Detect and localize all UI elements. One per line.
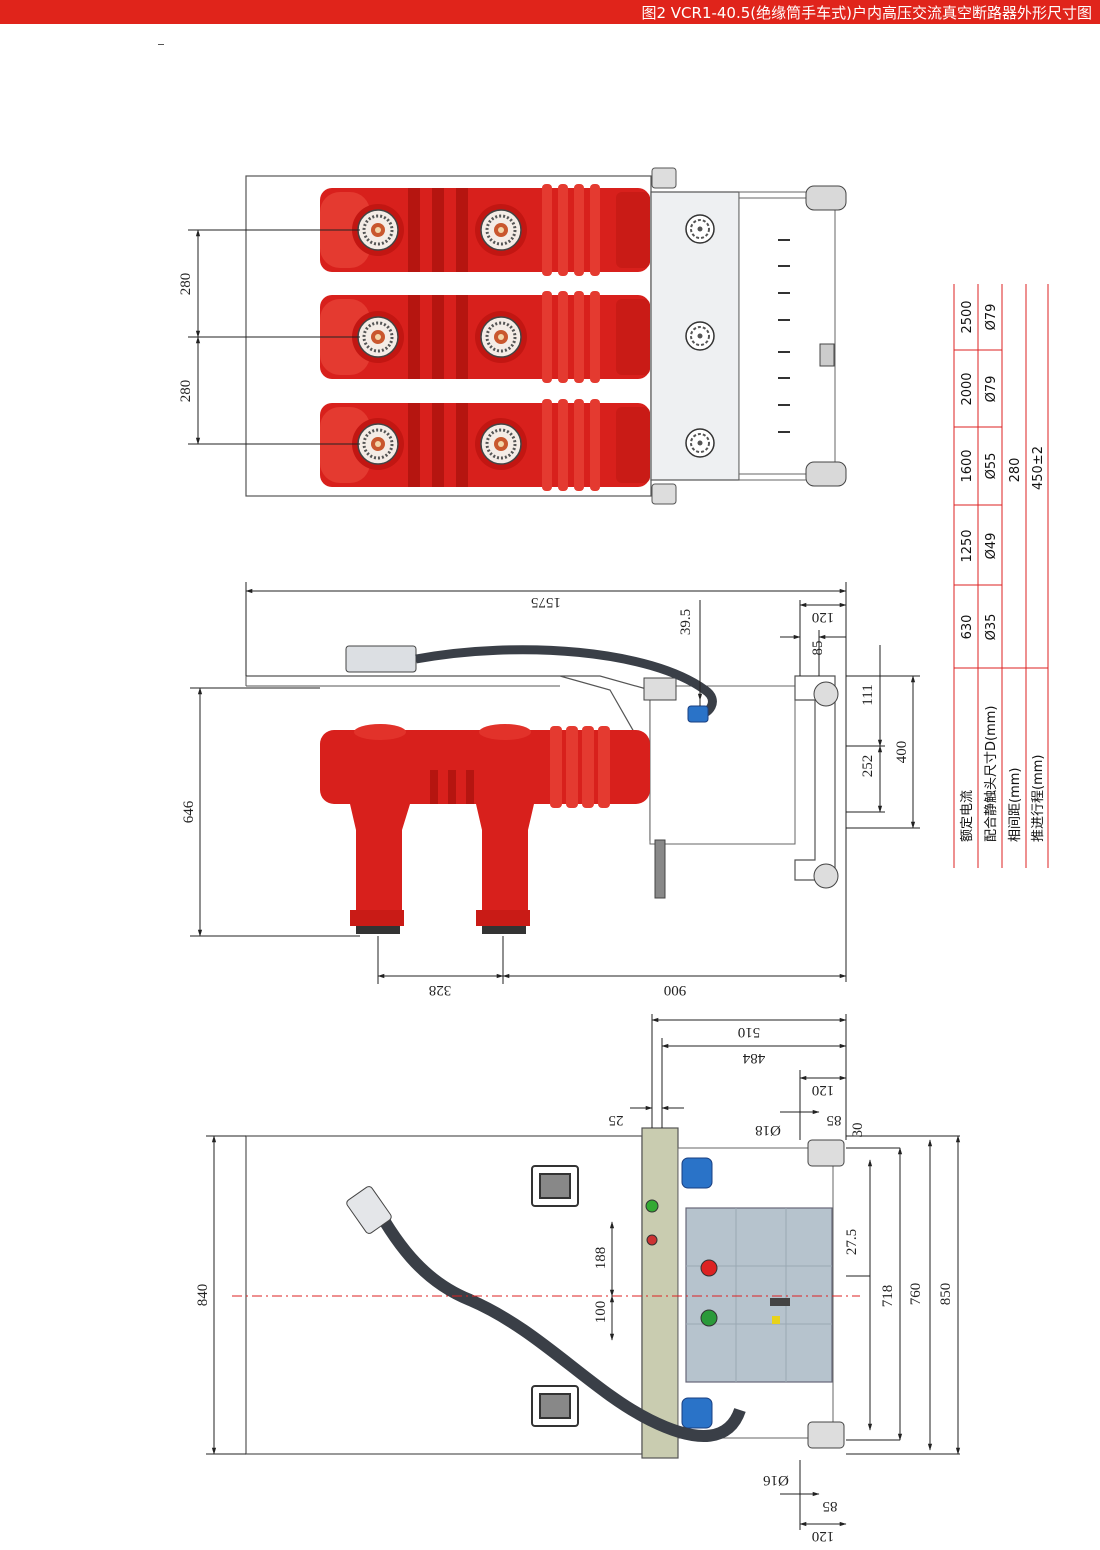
handle-icon: [531, 1165, 579, 1427]
dim-height: 646: [181, 800, 197, 823]
pole-side: [320, 724, 650, 934]
top-view: 280 280: [178, 167, 847, 505]
dim-pole-pitch: 328: [429, 982, 452, 998]
dim-85: 85: [823, 1498, 838, 1514]
dim-30: 30: [850, 1123, 866, 1138]
dim-25: 25: [609, 1112, 624, 1128]
wheel-icon: [651, 167, 847, 505]
open-button-icon: [700, 1309, 718, 1327]
dim-120: 120: [812, 1082, 835, 1098]
dim-depth: 900: [664, 982, 687, 998]
control-cable: [366, 1197, 746, 1442]
contact-size: Ø49: [984, 533, 999, 560]
dim-offset: 39.5: [678, 609, 694, 635]
current-2000: 2000: [960, 372, 975, 405]
travel-value: 450±2: [1031, 446, 1046, 490]
dim-hole-18: Ø18: [755, 1122, 781, 1138]
current-1250: 1250: [960, 529, 975, 562]
front-view: 510 484 120 25 85 Ø18 30 27.5 188 100 84…: [195, 1014, 961, 1544]
dim-400: 400: [894, 741, 910, 764]
dim-100: 100: [593, 1301, 609, 1324]
dim-718: 718: [880, 1285, 896, 1308]
dim-120: 120: [812, 1528, 835, 1544]
row-header-rated-current: 额定电流: [960, 790, 975, 842]
dim-total-length: 1575: [531, 594, 561, 610]
dim-111: 111: [860, 684, 876, 705]
current-1600: 1600: [960, 449, 975, 482]
side-view: 1575 39.5 120 85 111 400 252 646 328 900: [181, 582, 920, 998]
title-banner: 图2 VCR1-40.5(绝缘筒手车式)户内高压交流真空断路器外形尺寸图: [0, 0, 1100, 24]
phase-spacing-value: 280: [1008, 458, 1023, 483]
row-header-contact-size: 配合静触头尺寸D(mm): [984, 706, 999, 842]
dim-840: 840: [195, 1284, 211, 1307]
dim-85: 85: [827, 1112, 842, 1128]
contact-size: Ø35: [984, 614, 999, 641]
dim-hole-16: Ø16: [763, 1472, 789, 1488]
dim-phase-spacing: 280: [178, 273, 194, 296]
spec-table: 额定电流 配合静触头尺寸D(mm) 相间距(mm) 推进行程(mm) 630 1…: [953, 284, 1049, 868]
contact-size: Ø79: [984, 304, 999, 331]
row-header-phase-spacing: 相间距(mm): [1008, 768, 1023, 842]
dim-27-5: 27.5: [844, 1229, 860, 1255]
contact-size: Ø79: [984, 376, 999, 403]
dim-120: 120: [812, 609, 835, 625]
dim-484: 484: [742, 1050, 765, 1066]
dim-188: 188: [593, 1247, 609, 1270]
dim-85: 85: [810, 641, 826, 656]
operating-panel: [685, 1207, 833, 1383]
row-header-travel: 推进行程(mm): [1031, 755, 1046, 842]
dim-760: 760: [908, 1283, 924, 1306]
drawing-title: 图2 VCR1-40.5(绝缘筒手车式)户内高压交流真空断路器外形尺寸图: [641, 4, 1092, 22]
current-2500: 2500: [960, 300, 975, 333]
contact-size: Ø55: [984, 453, 999, 480]
front-plate: [641, 1127, 679, 1459]
page-mark: [158, 44, 164, 45]
dim-phase-spacing: 280: [178, 380, 194, 403]
control-cable: [415, 645, 717, 721]
current-630: 630: [960, 615, 975, 640]
dim-510: 510: [738, 1024, 761, 1040]
close-button-icon: [700, 1259, 718, 1277]
dim-252: 252: [860, 755, 876, 778]
dim-850: 850: [938, 1283, 954, 1306]
